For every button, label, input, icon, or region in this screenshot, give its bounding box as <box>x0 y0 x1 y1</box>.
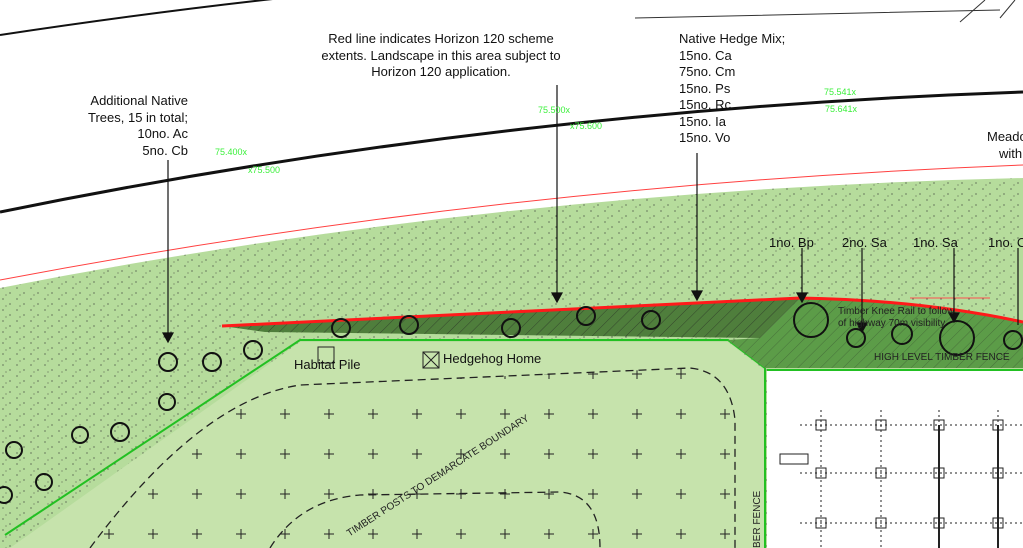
note-line: Meado <box>987 129 1023 144</box>
note-line: Additional Native <box>90 93 188 108</box>
note-line: Red line indicates Horizon 120 scheme <box>328 31 554 46</box>
horizon-red-line <box>0 164 1023 281</box>
hedgehog-home-symbol <box>422 351 440 369</box>
knee-rail-note: Timber Knee Rail to follow of highway 70… <box>838 306 954 330</box>
note-line: 15no. Ia <box>679 113 726 129</box>
habitat-pile-symbol <box>317 346 335 364</box>
note-line: extents. Landscape in this area subject … <box>321 47 561 63</box>
note-line: 10no. Ac <box>137 126 188 141</box>
note-line: 15no. Rc <box>679 97 732 112</box>
note-line: Horizon 120 application. <box>371 64 511 79</box>
note-line: 75no. Cm <box>679 64 736 79</box>
fence-label: BER FENCE <box>752 490 763 548</box>
note-line: of highway 70m visibility <box>838 318 946 329</box>
tree-label: 1no. Sa <box>913 235 958 250</box>
note-line: Timber Knee Rail to follow <box>838 306 955 317</box>
level-label: 75.400x <box>215 147 248 157</box>
note-line: 15no. Ca <box>679 47 732 63</box>
post-grid <box>779 410 1023 548</box>
note-line: 15no. Ps <box>679 80 731 96</box>
red-line-note: Red line indicates Horizon 120 scheme ex… <box>306 31 576 81</box>
level-label: x75.500 <box>248 165 281 175</box>
meadow-note: Meado with <box>987 129 1023 162</box>
tree-symbols <box>0 302 1023 504</box>
note-line: 5no. Cb <box>142 142 188 158</box>
note-line: Trees, 15 in total; <box>88 109 188 125</box>
high-fence-label: HIGH LEVEL TIMBER FENCE <box>874 352 1010 363</box>
note-line: Native Hedge Mix; <box>679 31 786 46</box>
hedgehog-home-label: Hedgehog Home <box>443 351 542 366</box>
level-label: 75.641x <box>825 104 858 114</box>
note-line: 15no. Vo <box>679 130 731 145</box>
hedge-mix-note: Native Hedge Mix; 15no. Ca 75no. Cm 15no… <box>679 31 785 147</box>
tree-label: 1no. C <box>988 235 1023 250</box>
tree-label: 2no. Sa <box>842 235 887 250</box>
level-label: x75.600 <box>570 121 603 131</box>
road-edge <box>0 90 1023 214</box>
level-label: 75.541x <box>824 87 857 97</box>
leader-lines <box>161 85 1019 344</box>
level-label: 75.500x <box>538 105 571 115</box>
building-area <box>767 370 1023 548</box>
native-trees-note: Additional Native Trees, 15 in total; 10… <box>88 93 188 159</box>
habitat-pile-label: Habitat Pile <box>294 357 361 372</box>
note-line: with <box>999 145 1023 161</box>
tree-label: 1no. Bp <box>769 235 814 250</box>
